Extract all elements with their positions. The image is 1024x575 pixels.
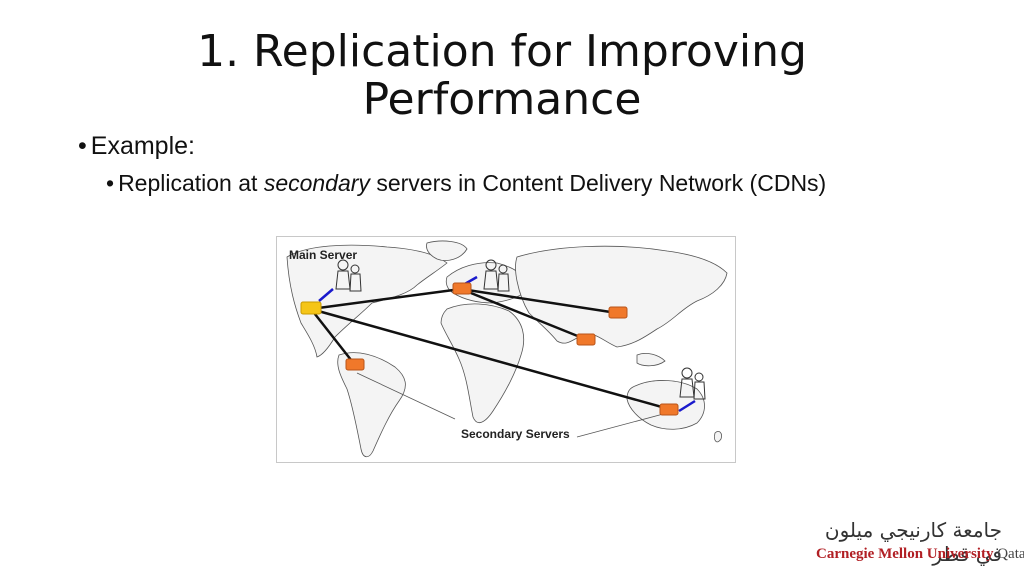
slide-title: 1. Replication for Improving Performance bbox=[150, 28, 854, 124]
asia-shape bbox=[515, 245, 728, 348]
replication-links bbox=[310, 287, 670, 411]
pointer-line bbox=[576, 412, 668, 438]
link-main-australia bbox=[310, 307, 670, 411]
bullet-text-pre: Replication at bbox=[118, 170, 264, 196]
secondary-server-icon bbox=[345, 358, 365, 371]
logo-university-name: Carnegie Mellon University bbox=[816, 546, 994, 562]
user-link-main bbox=[318, 288, 334, 302]
main-server-label: Main Server bbox=[289, 248, 358, 262]
world-map bbox=[286, 240, 728, 458]
islands-shape bbox=[636, 353, 666, 367]
logo-qatar: Qatar bbox=[997, 546, 1024, 562]
user-figure-icon bbox=[483, 259, 510, 292]
cdn-world-map-diagram: Main Server Secondary Servers bbox=[276, 236, 736, 463]
bullet-text-emphasis: secondary bbox=[263, 170, 370, 196]
secondary-servers-label: Secondary Servers bbox=[461, 427, 570, 441]
link-europe-india bbox=[460, 287, 586, 341]
bullet-dot-icon: • bbox=[106, 170, 115, 196]
continent-outlines bbox=[286, 240, 728, 458]
logo-arabic-text: جامعة كارنيجي ميلون في قطر bbox=[824, 518, 1002, 566]
link-main-europe bbox=[310, 287, 462, 311]
greenland-shape bbox=[426, 240, 468, 261]
bullet-text: Example: bbox=[90, 132, 195, 160]
secondary-server-icon bbox=[452, 282, 472, 295]
bullet-text-post: servers in Content Delivery Network (CDN… bbox=[369, 170, 827, 196]
bullet-replication: •Replication at secondary servers in Con… bbox=[106, 170, 826, 197]
link-europe-asia bbox=[460, 287, 618, 315]
servers bbox=[300, 282, 679, 416]
pointer-line bbox=[356, 372, 456, 420]
bullet-example: •Example: bbox=[78, 132, 195, 161]
title-line-1: 1. Replication for Improving bbox=[197, 26, 807, 77]
university-logo: جامعة كارنيجي ميلون في قطر Carnegie Mell… bbox=[812, 518, 1024, 568]
new-zealand-shape bbox=[714, 431, 722, 443]
africa-shape bbox=[440, 303, 525, 424]
user-link-australia bbox=[678, 399, 696, 413]
user-figure-icon bbox=[335, 259, 362, 292]
link-main-southamerica bbox=[310, 308, 356, 366]
bullet-dot-icon: • bbox=[78, 132, 87, 160]
logo-english-text: Carnegie Mellon University Qatar bbox=[816, 546, 1024, 563]
user-figures bbox=[335, 259, 706, 400]
main-server-icon bbox=[300, 301, 322, 315]
secondary-server-icon bbox=[659, 403, 679, 416]
secondary-server-icon bbox=[576, 333, 596, 346]
secondary-server-icon bbox=[608, 306, 628, 319]
label-pointers bbox=[356, 372, 668, 438]
user-figure-icon bbox=[679, 367, 706, 400]
south-america-shape bbox=[337, 352, 406, 458]
title-line-2: Performance bbox=[362, 74, 642, 125]
